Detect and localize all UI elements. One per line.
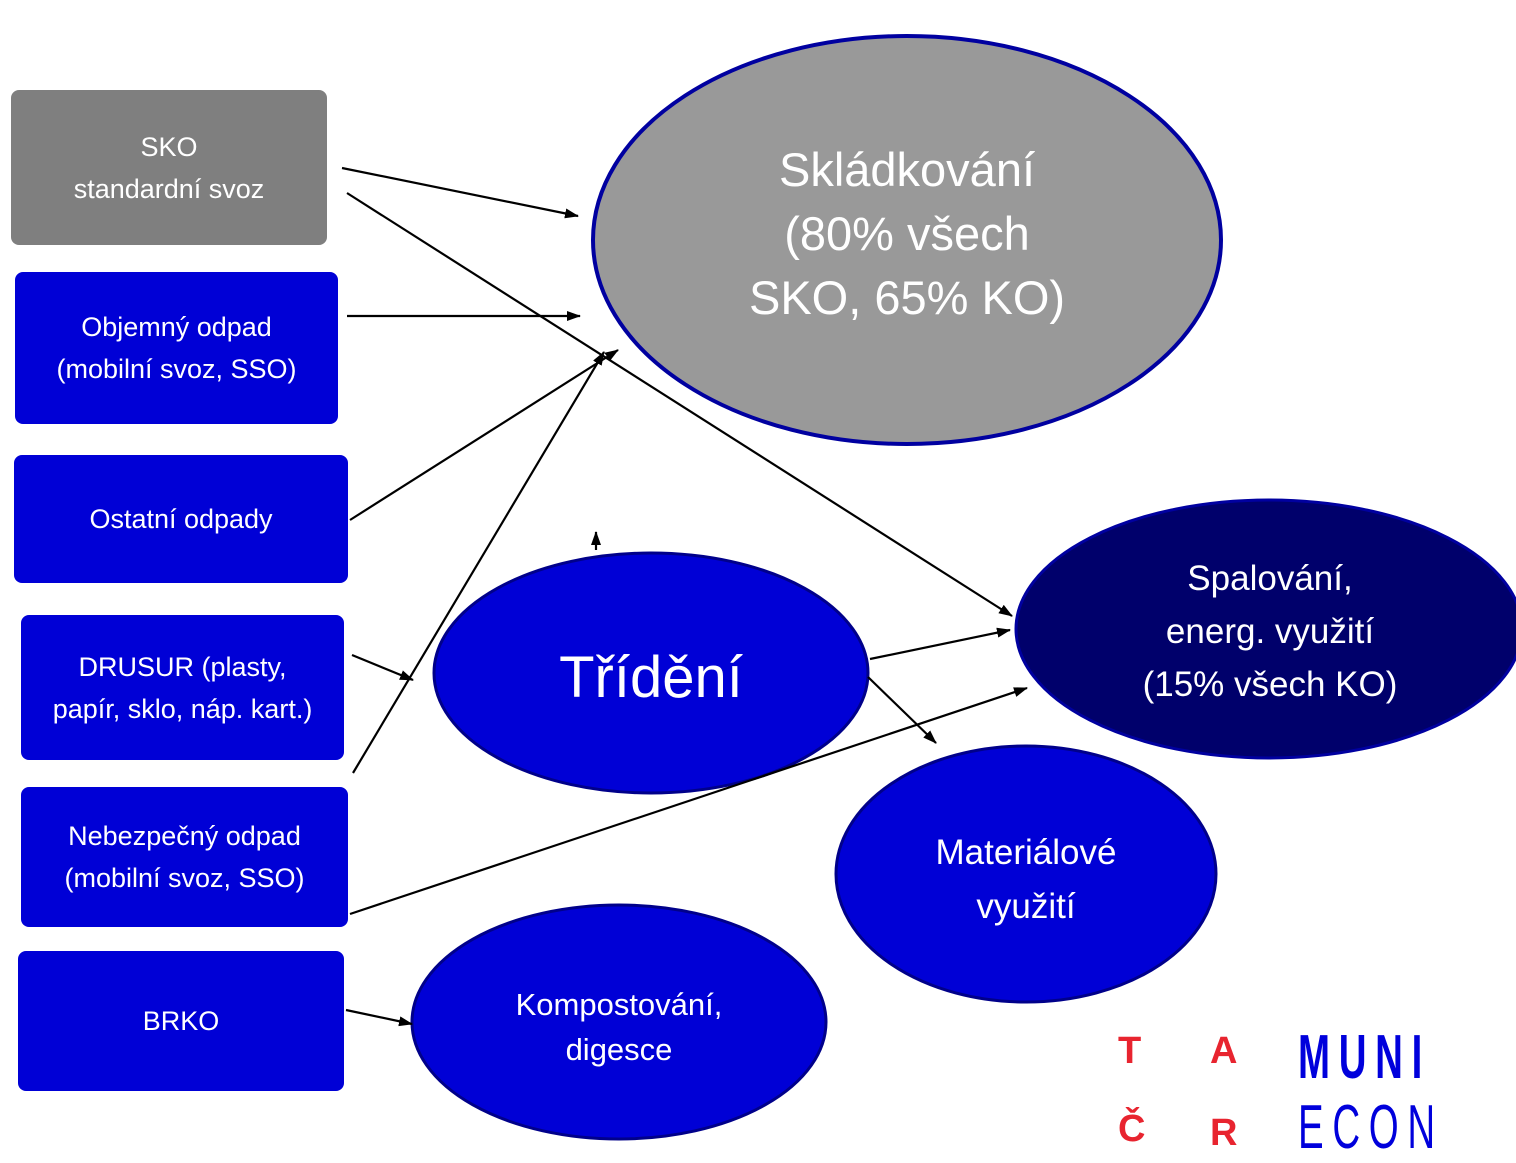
source-brko-line1: BRKO xyxy=(142,1006,220,1036)
source-nebezpecny-odpad: Nebezpečný odpad (mobilní svoz, SSO) xyxy=(21,787,348,927)
label-materialove-1: Materiálové xyxy=(936,833,1117,872)
tacr-letter-a: A xyxy=(1210,1030,1238,1072)
muni-logo-text: MUNI xyxy=(1298,1023,1431,1092)
target-materialove xyxy=(834,744,1218,1004)
label-skladkovani-1: Skládkování xyxy=(779,143,1035,196)
econ-logo-text: ECON xyxy=(1298,1093,1444,1162)
label-spalovani-2: energ. využití xyxy=(1166,612,1374,651)
arrow-trideni-materialove xyxy=(867,676,937,744)
label-kompostovani-1: Kompostování, xyxy=(516,987,723,1022)
target-trideni xyxy=(432,551,870,795)
source-objemny-line1: Objemný odpad xyxy=(81,312,272,342)
source-drusur-line2: papír, sklo, náp. kart.) xyxy=(52,693,313,724)
tacr-letter-r: R xyxy=(1210,1112,1238,1154)
source-objemny-line2: (mobilní svoz, SSO) xyxy=(56,354,297,384)
source-sko-line2: standardní svoz xyxy=(73,173,265,204)
tacr-letter-t: T xyxy=(1118,1030,1142,1072)
arrow-drusur-trideni xyxy=(351,653,414,682)
label-spalovani-3: (15% všech KO) xyxy=(1143,665,1398,704)
source-brko: BRKO xyxy=(18,951,344,1091)
arrow-trideni-spalovani xyxy=(869,627,1011,661)
label-skladkovani-3: SKO, 65% KO) xyxy=(749,271,1065,324)
target-kompostovani xyxy=(410,903,828,1141)
arrow-brko-kompostovani xyxy=(345,1008,413,1027)
source-drusur: DRUSUR (plasty, papír, sklo, náp. kart.) xyxy=(21,615,344,760)
arrow-ostatni-skladkovani xyxy=(349,349,619,521)
source-nebezpecny-line1: Nebezpečný odpad xyxy=(68,821,301,851)
source-sko-line1: SKO xyxy=(140,131,198,162)
source-ostatni-line1: Ostatní odpady xyxy=(89,504,273,534)
label-materialove-2: využití xyxy=(976,887,1075,926)
label-spalovani-1: Spalování, xyxy=(1187,559,1352,598)
target-spalovani xyxy=(1014,498,1516,760)
source-sko: SKO standardní svoz xyxy=(11,90,327,245)
source-objemny-odpad: Objemný odpad (mobilní svoz, SSO) xyxy=(15,272,338,424)
label-kompostovani-2: digesce xyxy=(566,1032,673,1067)
label-trideni: Třídění xyxy=(559,645,743,710)
source-nebezpecny-line2: (mobilní svoz, SSO) xyxy=(64,863,305,893)
tacr-letter-c: Č xyxy=(1118,1108,1146,1150)
arrow-nebezpecny-skladkovani xyxy=(352,351,605,774)
source-drusur-line1: DRUSUR (plasty, xyxy=(78,651,287,682)
source-ostatni-odpady: Ostatní odpady xyxy=(14,455,348,583)
tacr-logo: T A Č R xyxy=(1118,1030,1258,1155)
label-skladkovani-2: (80% všech xyxy=(784,207,1030,260)
arrow-nebezpecny-spalovani xyxy=(349,686,1028,916)
arrow-sko-skladkovani xyxy=(341,166,579,219)
arrow-sko-spalovani xyxy=(346,192,1013,617)
target-skladkovani xyxy=(591,34,1223,446)
